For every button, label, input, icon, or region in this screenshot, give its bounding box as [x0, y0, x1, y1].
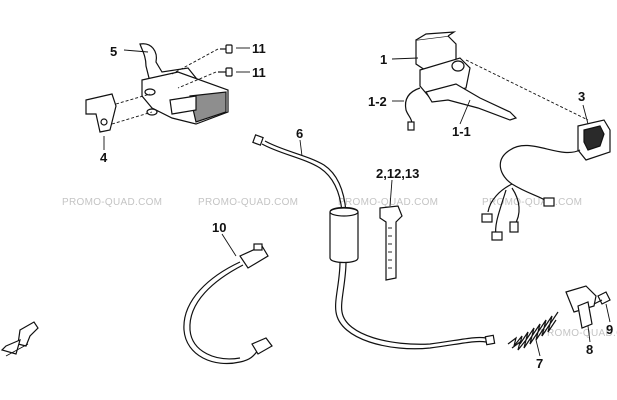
part-8-t-fitting	[565, 285, 597, 329]
part-4-clip	[85, 93, 153, 133]
callout-3: 3	[578, 89, 585, 104]
callout-5: 5	[110, 44, 117, 59]
part-6-throttle-cable	[252, 134, 496, 350]
watermark-5: PROMO-QUAD.COM	[540, 328, 617, 339]
watermark-1: PROMO-QUAD.COM	[62, 197, 162, 208]
callout-8: 8	[586, 342, 593, 357]
callout-10: 10	[212, 220, 226, 235]
callout-9: 9	[606, 322, 613, 337]
callout-7: 7	[536, 356, 543, 371]
callout-1-1: 1-1	[452, 124, 471, 139]
watermark-3: PROMO-QUAD.COM	[338, 197, 438, 208]
assembly-axis-line	[465, 59, 589, 121]
part-1-2-switch-wire	[404, 87, 421, 131]
part-1-1-brake-lever	[425, 83, 518, 121]
callout-1: 1	[380, 52, 387, 67]
watermark-2: PROMO-QUAD.COM	[198, 197, 298, 208]
leader-lines	[103, 47, 611, 357]
part-2-12-13-cable-tie	[379, 205, 403, 281]
callout-11-bottom: 11	[252, 65, 266, 80]
watermark-row: PROMO-QUAD.COM PROMO-QUAD.COM PROMO-QUAD…	[62, 197, 617, 339]
part-11-screws	[171, 44, 233, 89]
callout-2-12-13: 2,12,13	[376, 166, 419, 181]
part-3-switch-assembly	[481, 119, 611, 241]
part-9-screw	[593, 291, 611, 305]
part-10-wire-harness	[183, 243, 273, 365]
part-7-spring	[507, 311, 559, 351]
front-direction-icon	[0, 321, 39, 357]
callout-11-top: 11	[252, 41, 266, 56]
callout-4: 4	[100, 150, 108, 165]
callout-1-2: 1-2	[368, 94, 387, 109]
part-5-lever-holder	[139, 43, 229, 125]
watermark-4: PROMO-QUAD.COM	[482, 197, 582, 208]
callout-labels: 5 11 11 4 1 1-2 1-1 3 6 2,12,13 10 7 8 9	[100, 41, 613, 371]
callout-6: 6	[296, 126, 303, 141]
